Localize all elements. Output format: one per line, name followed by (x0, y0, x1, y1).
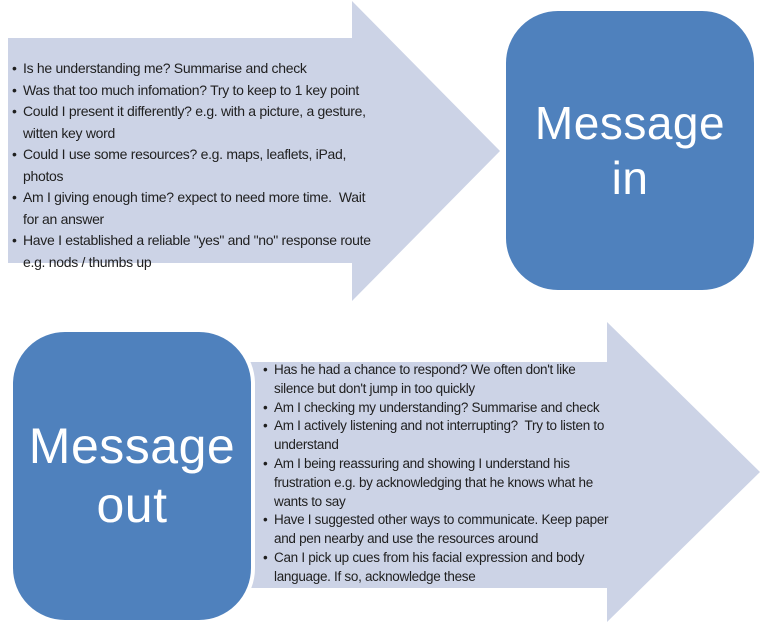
list-item-text: Has he had a chance to respond? We often… (274, 362, 576, 396)
list-item-text: Have I established a reliable "yes" and … (23, 232, 371, 270)
bullet-icon: • (12, 81, 17, 98)
list-item-text: Am I actively listening and not interrup… (274, 418, 605, 453)
list-item: • Is he understanding me? Summarise and … (12, 58, 372, 80)
message-out-checklist: • Has he had a chance to respond? We oft… (263, 361, 658, 587)
list-item-text: Can I pick up cues from his facial expre… (274, 549, 585, 584)
bullet-icon: • (263, 455, 268, 471)
list-item: • Has he had a chance to respond? We oft… (263, 361, 658, 399)
message-in-box: Message in (502, 7, 758, 294)
bullet-icon: • (12, 146, 17, 162)
bullet-icon: • (12, 60, 17, 76)
list-item: • Could I use some resources? e.g. maps,… (12, 144, 372, 187)
message-out-box: Message out (9, 328, 255, 624)
list-item: • Have I suggested other ways to communi… (263, 511, 658, 549)
list-item-text: Could I present it differently? e.g. wit… (23, 103, 366, 141)
message-out-arrow-shape (250, 322, 760, 622)
bullet-icon: • (263, 418, 268, 434)
list-item: • Am I giving enough time? expect to nee… (12, 187, 372, 230)
bullet-icon: • (12, 103, 17, 119)
list-item: • Could I present it differently? e.g. w… (12, 101, 372, 144)
list-item-text: Was that too much infomation? Try to kee… (23, 81, 359, 98)
list-item: • Can I pick up cues from his facial exp… (263, 549, 658, 587)
list-item-text: Could I use some resources? e.g. maps, l… (23, 146, 347, 184)
list-item: • Am I being reassuring and showing I un… (263, 455, 658, 511)
message-out-label: Message out (28, 418, 236, 533)
bullet-icon: • (263, 399, 268, 415)
message-in-checklist: • Is he understanding me? Summarise and … (12, 58, 372, 273)
list-item-text: Is he understanding me? Summarise and ch… (23, 60, 307, 76)
bullet-icon: • (263, 512, 268, 528)
list-item: • Was that too much infomation? Try to k… (12, 80, 372, 102)
list-item-text: Am I checking my understanding? Summaris… (274, 399, 600, 415)
list-item: • Have I established a reliable "yes" an… (12, 230, 372, 273)
list-item: • Am I actively listening and not interr… (263, 417, 658, 455)
message-in-arrow-shape (8, 1, 500, 301)
bullet-icon: • (12, 232, 17, 248)
list-item-text: Have I suggested other ways to communica… (274, 512, 609, 547)
list-item-text: Am I giving enough time? expect to need … (23, 189, 366, 227)
bullet-icon: • (263, 549, 268, 565)
message-in-label: Message in (534, 97, 726, 204)
list-item-text: Am I being reassuring and showing I unde… (274, 455, 593, 509)
bullet-icon: • (263, 362, 268, 377)
bullet-icon: • (12, 189, 17, 205)
list-item: • Am I checking my understanding? Summar… (263, 399, 658, 418)
